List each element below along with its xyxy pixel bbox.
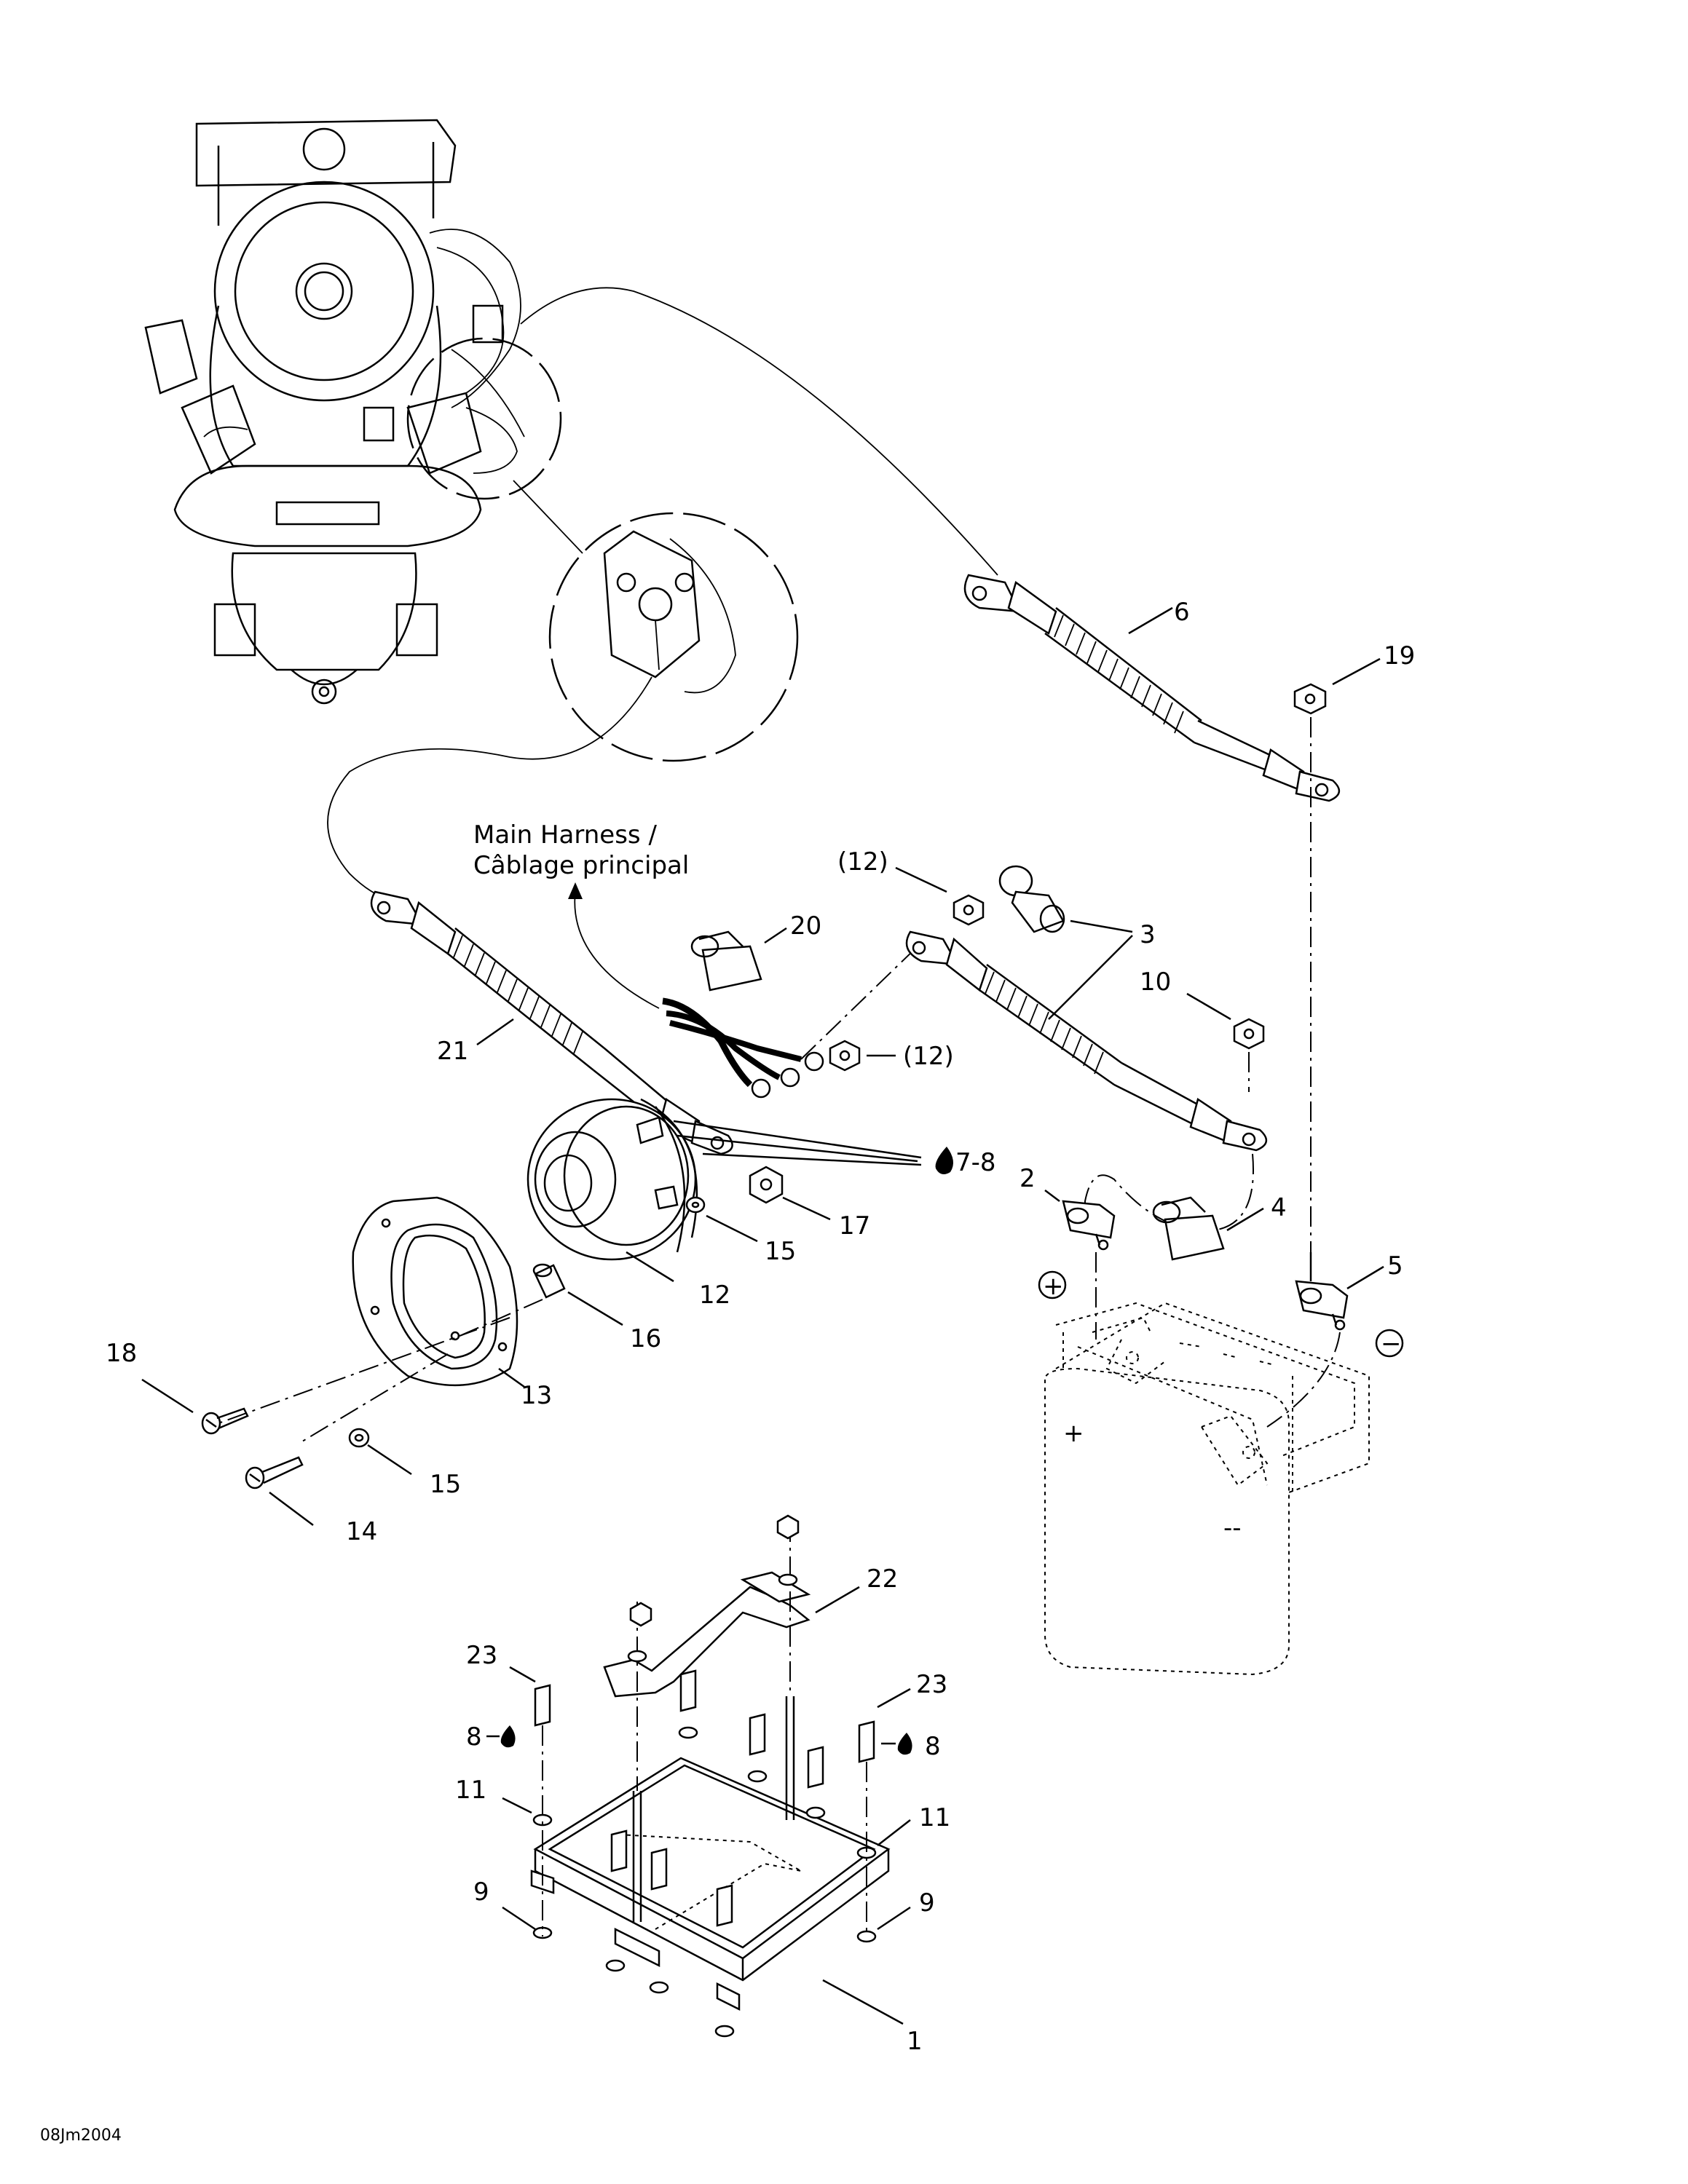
callout-7-8: 7-8 [955, 1148, 996, 1177]
positive-terminal-symbol: + [1038, 1270, 1067, 1301]
callout-18: 18 [106, 1339, 137, 1368]
harness-label-line1: Main Harness / [473, 820, 657, 850]
starter-solenoid-12 [526, 1098, 698, 1261]
nut-10 [1233, 1018, 1265, 1050]
positive-sign: + [1043, 1272, 1064, 1301]
svg-text:+: + [1063, 1419, 1084, 1448]
callout-9-right: 9 [919, 1888, 935, 1918]
screw-18 [201, 1407, 249, 1435]
callout-2: 2 [1019, 1164, 1036, 1193]
nut-12-lower [829, 1040, 861, 1072]
cable-detail-to-21 [327, 676, 652, 896]
callout-3: 3 [1140, 920, 1156, 949]
cable-6 [963, 574, 1340, 802]
callout-19: 19 [1384, 641, 1415, 670]
drawing-code: 08Jm2004 [40, 2126, 122, 2145]
battery-tray-1 [530, 1757, 891, 2011]
callout-10: 10 [1140, 968, 1171, 997]
svg-text:--: -- [1223, 1514, 1242, 1543]
washer-15-upper [685, 1196, 706, 1214]
callout-15-upper: 15 [765, 1237, 796, 1266]
callout-21: 21 [437, 1037, 468, 1066]
cable-engine-to-6 [520, 287, 998, 576]
callout-14: 14 [346, 1517, 377, 1546]
callout-15-lower: 15 [430, 1470, 461, 1499]
lubricant-icon-7-8 [935, 1147, 953, 1175]
callout-17: 17 [839, 1211, 870, 1241]
spacer-16 [532, 1263, 566, 1299]
mounting-plate-13 [352, 1196, 518, 1387]
detail-magnifier [406, 337, 799, 762]
nut-12-upper [953, 894, 985, 926]
harness-arrow [574, 891, 660, 1009]
callout-9-left: 9 [473, 1878, 489, 1907]
battery-terminal-2 [1062, 1200, 1116, 1251]
callout-11-left: 11 [455, 1776, 486, 1805]
nut-19 [1293, 683, 1327, 715]
callout-23-left: 23 [466, 1641, 497, 1670]
terminal-boot-3 [998, 865, 1065, 933]
battery: + -- [1044, 1302, 1370, 1676]
callout-12-upper: (12) [837, 847, 888, 877]
callout-1: 1 [907, 2027, 923, 2056]
battery-bracket-22 [603, 1571, 811, 1698]
cable-3 [905, 930, 1267, 1152]
nut-17 [749, 1166, 784, 1204]
callout-12-lower: (12) [903, 1042, 954, 1071]
screw-14 [245, 1456, 304, 1489]
callout-11-right: 11 [919, 1803, 950, 1832]
terminal-boot-4 [1152, 1196, 1225, 1261]
battery-terminal-5 [1295, 1252, 1349, 1331]
callout-5: 5 [1387, 1251, 1403, 1281]
negative-sign: − [1381, 1329, 1402, 1358]
terminal-boot-20 [690, 930, 762, 992]
negative-terminal-symbol: − [1375, 1329, 1404, 1358]
callout-13: 13 [521, 1381, 552, 1410]
callout-6: 6 [1174, 598, 1190, 627]
callout-16: 16 [630, 1324, 661, 1353]
engine-assembly [144, 119, 525, 705]
callout-12: 12 [699, 1281, 730, 1310]
callout-8-left: 8 [466, 1722, 482, 1752]
callout-4: 4 [1271, 1193, 1287, 1222]
main-harness-wires [662, 997, 824, 1099]
callout-23-right: 23 [916, 1670, 947, 1699]
harness-label-line2: Câblage principal [473, 851, 689, 880]
tray-hardware [532, 1514, 877, 2038]
callout-22: 22 [867, 1564, 898, 1594]
washer-15-lower [348, 1428, 370, 1448]
callout-20: 20 [790, 911, 821, 941]
callout-8-right: 8 [925, 1732, 941, 1761]
